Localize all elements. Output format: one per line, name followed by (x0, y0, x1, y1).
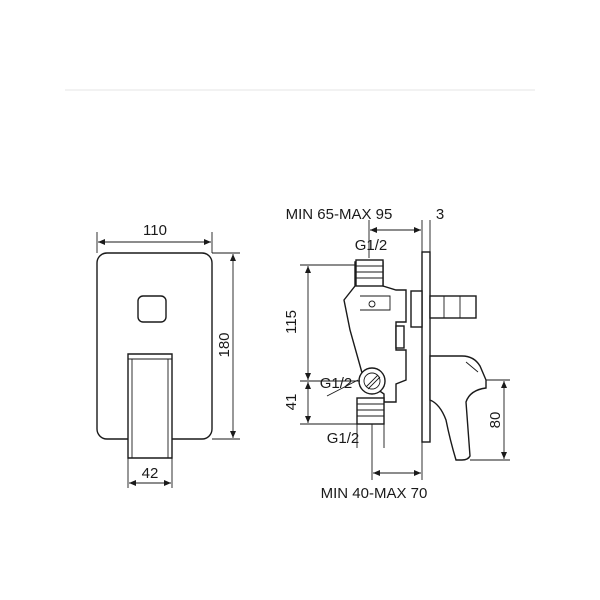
spout-side (429, 355, 487, 461)
front-view: 110 180 42 (96, 222, 240, 488)
diverter-button (137, 295, 167, 323)
valve-body (343, 261, 407, 403)
depth-range-label: MIN 65-MAX 95 (286, 206, 393, 223)
upper-height-label: 115 (283, 310, 300, 334)
plate-thickness-label: 3 (436, 206, 444, 223)
wall-plate (421, 251, 431, 443)
lower-height-label: 41 (283, 394, 300, 411)
spout-height-label: 80 (487, 412, 504, 429)
bottom-range-label: MIN 40-MAX 70 (321, 485, 428, 502)
width-label: 110 (143, 222, 167, 239)
top-inlet-label: G1/2 (355, 237, 388, 254)
spout-width-label: 42 (142, 465, 159, 482)
bottom-inlet-fitting (356, 397, 385, 425)
height-label: 180 (216, 332, 233, 357)
side-view: MIN 65-MAX 95 3 G1/2 115 41 G1/2 G1/2 80… (283, 206, 510, 502)
cartridge-stem (429, 295, 477, 319)
left-inlet-label: G1/2 (320, 375, 353, 392)
bottom-inlet-label: G1/2 (327, 430, 360, 447)
top-inlet-fitting (355, 259, 384, 287)
spout-front (127, 353, 173, 459)
